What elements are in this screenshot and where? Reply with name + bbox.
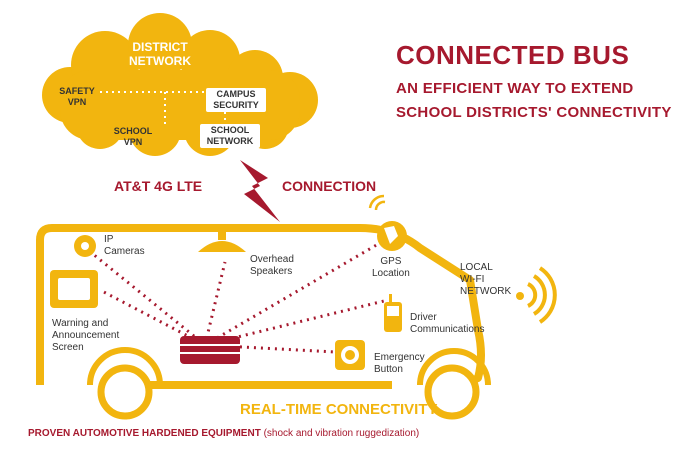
driver-comms-line-1: Driver: [410, 312, 437, 323]
school-network-line-2: NETWORK: [206, 136, 254, 146]
att-4g-lte-label: AT&T 4G LTE: [114, 178, 203, 194]
emergency-button-icon: [335, 340, 365, 370]
district-network-line-1: DISTRICT: [132, 40, 188, 54]
district-network-line-2: NETWORK: [129, 54, 191, 68]
local-wifi-line-1: LOCAL: [460, 262, 493, 273]
warning-screen-line-2: Announcement: [52, 330, 120, 341]
driver-communications-label: Driver Communications: [410, 312, 484, 336]
subtitle-line-1: AN EFFICIENT WAY TO EXTEND: [396, 80, 634, 97]
overhead-speakers-label: Overhead Speakers: [250, 254, 294, 278]
gps-location-line-1: GPS: [380, 256, 402, 267]
connection-label: CONNECTION: [282, 178, 377, 194]
speaker-icon: [198, 230, 246, 252]
school-vpn-line-1: SCHOOL: [113, 126, 153, 136]
subtitle-line-2: SCHOOL DISTRICTS' CONNECTIVITY: [396, 104, 672, 121]
school-network-line-1: SCHOOL: [210, 125, 250, 135]
local-wifi-line-2: WI-FI: [460, 274, 485, 285]
proven-equipment-bold: PROVEN AUTOMOTIVE HARDENED EQUIPMENT: [28, 428, 261, 439]
campus-security-line-2: SECURITY: [213, 100, 259, 110]
proven-equipment-note: PROVEN AUTOMOTIVE HARDENED EQUIPMENT (sh…: [28, 428, 419, 439]
overhead-speakers-line-2: Speakers: [250, 266, 293, 277]
realtime-connectivity-label: REAL-TIME CONNECTIVITY: [240, 401, 438, 418]
school-vpn-line-2: VPN: [123, 137, 143, 147]
wifi-icon: [516, 266, 557, 324]
ip-cameras-line-2: Cameras: [104, 246, 145, 257]
safety-vpn-line-1: SAFETY: [59, 86, 95, 96]
overhead-speakers-line-1: Overhead: [250, 254, 294, 265]
warning-screen-label: Warning and Announcement Screen: [52, 318, 119, 354]
district-network-label: DISTRICT NETWORK: [120, 40, 200, 68]
page-title: CONNECTED BUS: [396, 40, 630, 70]
ip-cameras-line-1: IP: [104, 234, 114, 245]
rear-wheel: [424, 364, 480, 420]
campus-security-line-1: CAMPUS: [216, 89, 256, 99]
camera-icon: [74, 235, 96, 257]
school-vpn-label: SCHOOL VPN: [110, 126, 156, 148]
router-icon: [180, 336, 240, 364]
cloud-icon: [42, 13, 318, 156]
emergency-button-line-1: Emergency: [374, 352, 425, 363]
front-wheel-arch: [87, 347, 163, 386]
school-network-label: SCHOOL NETWORK: [200, 124, 260, 148]
warning-screen-line-1: Warning and: [52, 318, 109, 329]
warning-screen-line-3: Screen: [52, 342, 84, 353]
local-wifi-label: LOCAL WI-FI NETWORK: [460, 262, 511, 298]
campus-security-label: CAMPUS SECURITY: [206, 88, 266, 112]
driver-comms-line-2: Communications: [410, 324, 485, 335]
safety-vpn-label: SAFETY VPN: [54, 86, 100, 108]
front-wheel: [97, 364, 153, 420]
rear-wheel-arch: [417, 348, 491, 386]
screen-icon: [50, 270, 98, 308]
phone-icon: [384, 294, 402, 332]
ip-cameras-label: IP Cameras: [104, 234, 145, 258]
proven-equipment-rest: (shock and vibration ruggedization): [260, 428, 420, 439]
gps-globe-icon: [368, 194, 407, 251]
gps-location-line-2: Location: [372, 268, 410, 279]
emergency-button-label: Emergency Button: [374, 352, 425, 376]
gps-location-label: GPS Location: [372, 256, 410, 280]
local-wifi-line-3: NETWORK: [460, 286, 512, 297]
emergency-button-line-2: Button: [374, 364, 403, 375]
safety-vpn-line-2: VPN: [67, 97, 87, 107]
lightning-icon: [240, 160, 280, 222]
